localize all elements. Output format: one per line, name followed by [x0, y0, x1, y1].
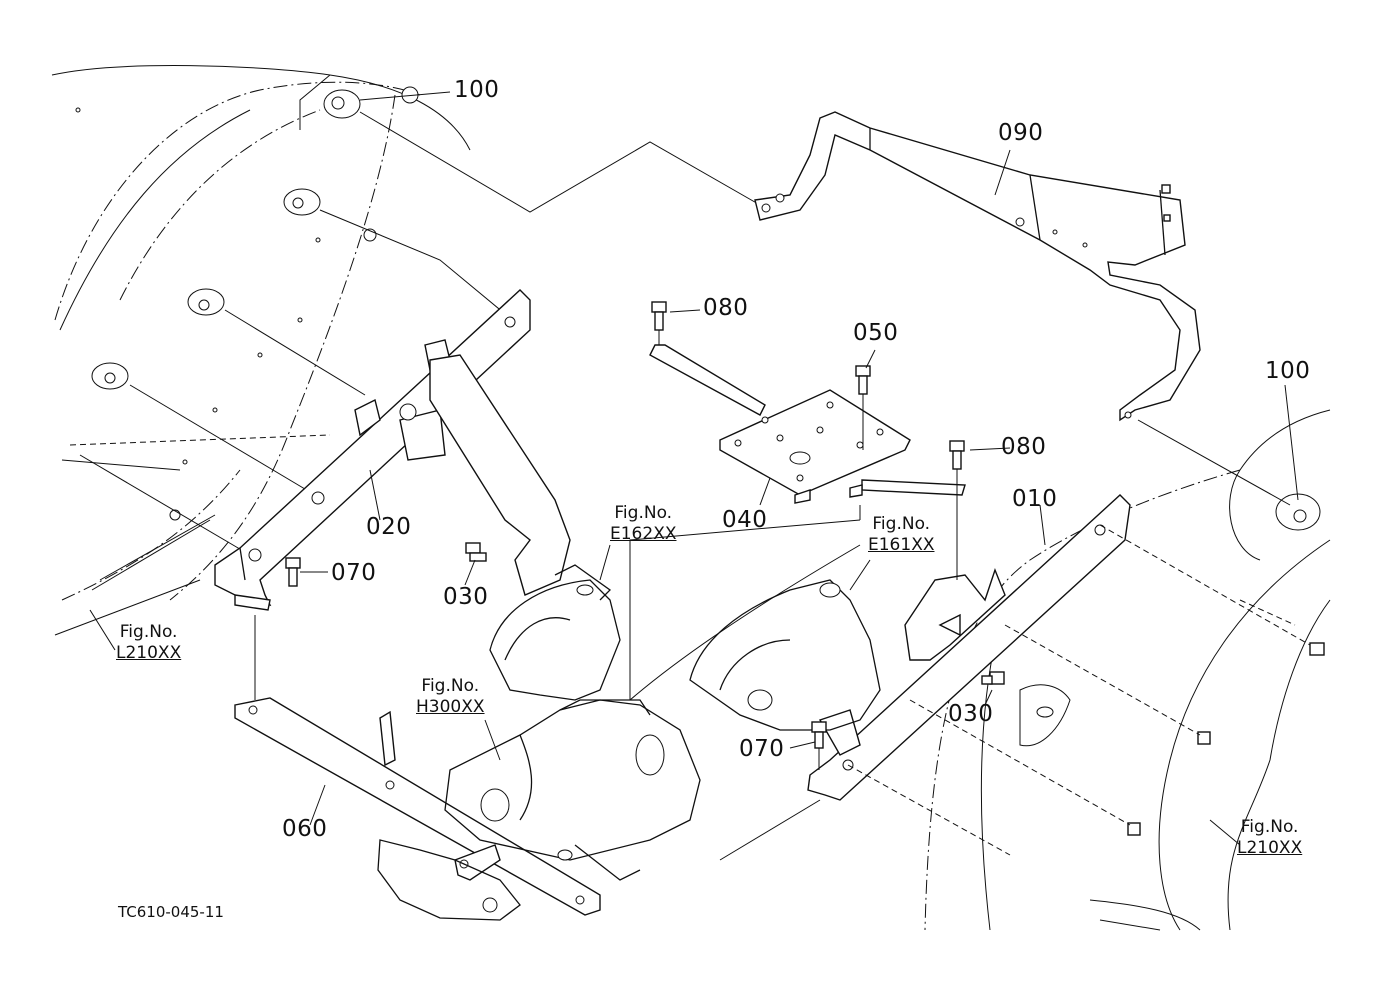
label-part-040: 040	[722, 507, 768, 533]
bolt-right-3	[1127, 822, 1141, 836]
bolt-030b	[981, 671, 1005, 685]
figure-ref-l210-right: Fig.No. L210XX	[1237, 819, 1302, 857]
label-part-030-left: 030	[443, 584, 489, 610]
plate-040	[649, 344, 966, 504]
figure-ref-number: L210XX	[116, 643, 182, 663]
label-part-070-left: 070	[331, 560, 377, 586]
label-part-060: 060	[282, 816, 328, 842]
label-part-020: 020	[366, 514, 412, 540]
label-part-080-top: 080	[703, 295, 749, 321]
label-part-100-top: 100	[454, 77, 500, 103]
hitch-housing	[377, 519, 861, 921]
bolts	[285, 301, 1325, 836]
figure-ref-title: Fig.No.	[119, 622, 178, 642]
rear-frame-090	[754, 111, 1291, 506]
bolt-070a	[285, 557, 301, 587]
engine-housing-left	[489, 564, 621, 701]
figure-ref-e162: Fig.No. E162XX	[610, 505, 676, 543]
figure-ref-title: Fig.No.	[421, 676, 480, 696]
bolt-right-2	[1197, 731, 1211, 745]
bolt-right-1	[1309, 642, 1325, 656]
label-part-080-right: 080	[1001, 434, 1047, 460]
label-part-010: 010	[1012, 486, 1058, 512]
label-part-050: 050	[853, 320, 899, 346]
bolt-030a	[465, 542, 487, 562]
figure-ref-number: E161XX	[868, 535, 935, 555]
bolt-080a	[651, 301, 667, 331]
figure-ref-h300: Fig.No. H300XX	[416, 678, 485, 716]
label-leaders	[89, 91, 1299, 846]
left-leader-lines	[79, 111, 761, 556]
figure-ref-title: Fig.No.	[1240, 817, 1299, 837]
bolt-050	[855, 365, 871, 395]
figure-ref-number: H300XX	[416, 697, 485, 717]
bracket-020	[214, 289, 571, 611]
figure-ref-e161: Fig.No. E161XX	[868, 516, 934, 554]
bolt-070b	[811, 721, 827, 749]
engine-housing-right	[629, 544, 881, 861]
bracket-010	[807, 494, 1131, 801]
left-fender-bolts	[91, 89, 361, 390]
label-part-090: 090	[998, 120, 1044, 146]
figure-ref-title: Fig.No.	[614, 503, 673, 523]
bar-060	[234, 615, 601, 916]
figure-ref-l210-left: Fig.No. L210XX	[116, 624, 181, 662]
label-part-030-right: 030	[948, 701, 994, 727]
assembly-lines	[658, 330, 1311, 856]
figure-ref-number: E162XX	[610, 524, 677, 544]
right-fender-outline	[924, 409, 1331, 931]
label-part-100-right: 100	[1265, 358, 1311, 384]
label-part-070-right: 070	[739, 736, 785, 762]
figure-ref-title: Fig.No.	[872, 514, 931, 534]
figure-ref-number: L210XX	[1237, 838, 1303, 858]
drawing-code: TC610-045-11	[118, 903, 224, 921]
bolt-080b	[949, 440, 965, 470]
